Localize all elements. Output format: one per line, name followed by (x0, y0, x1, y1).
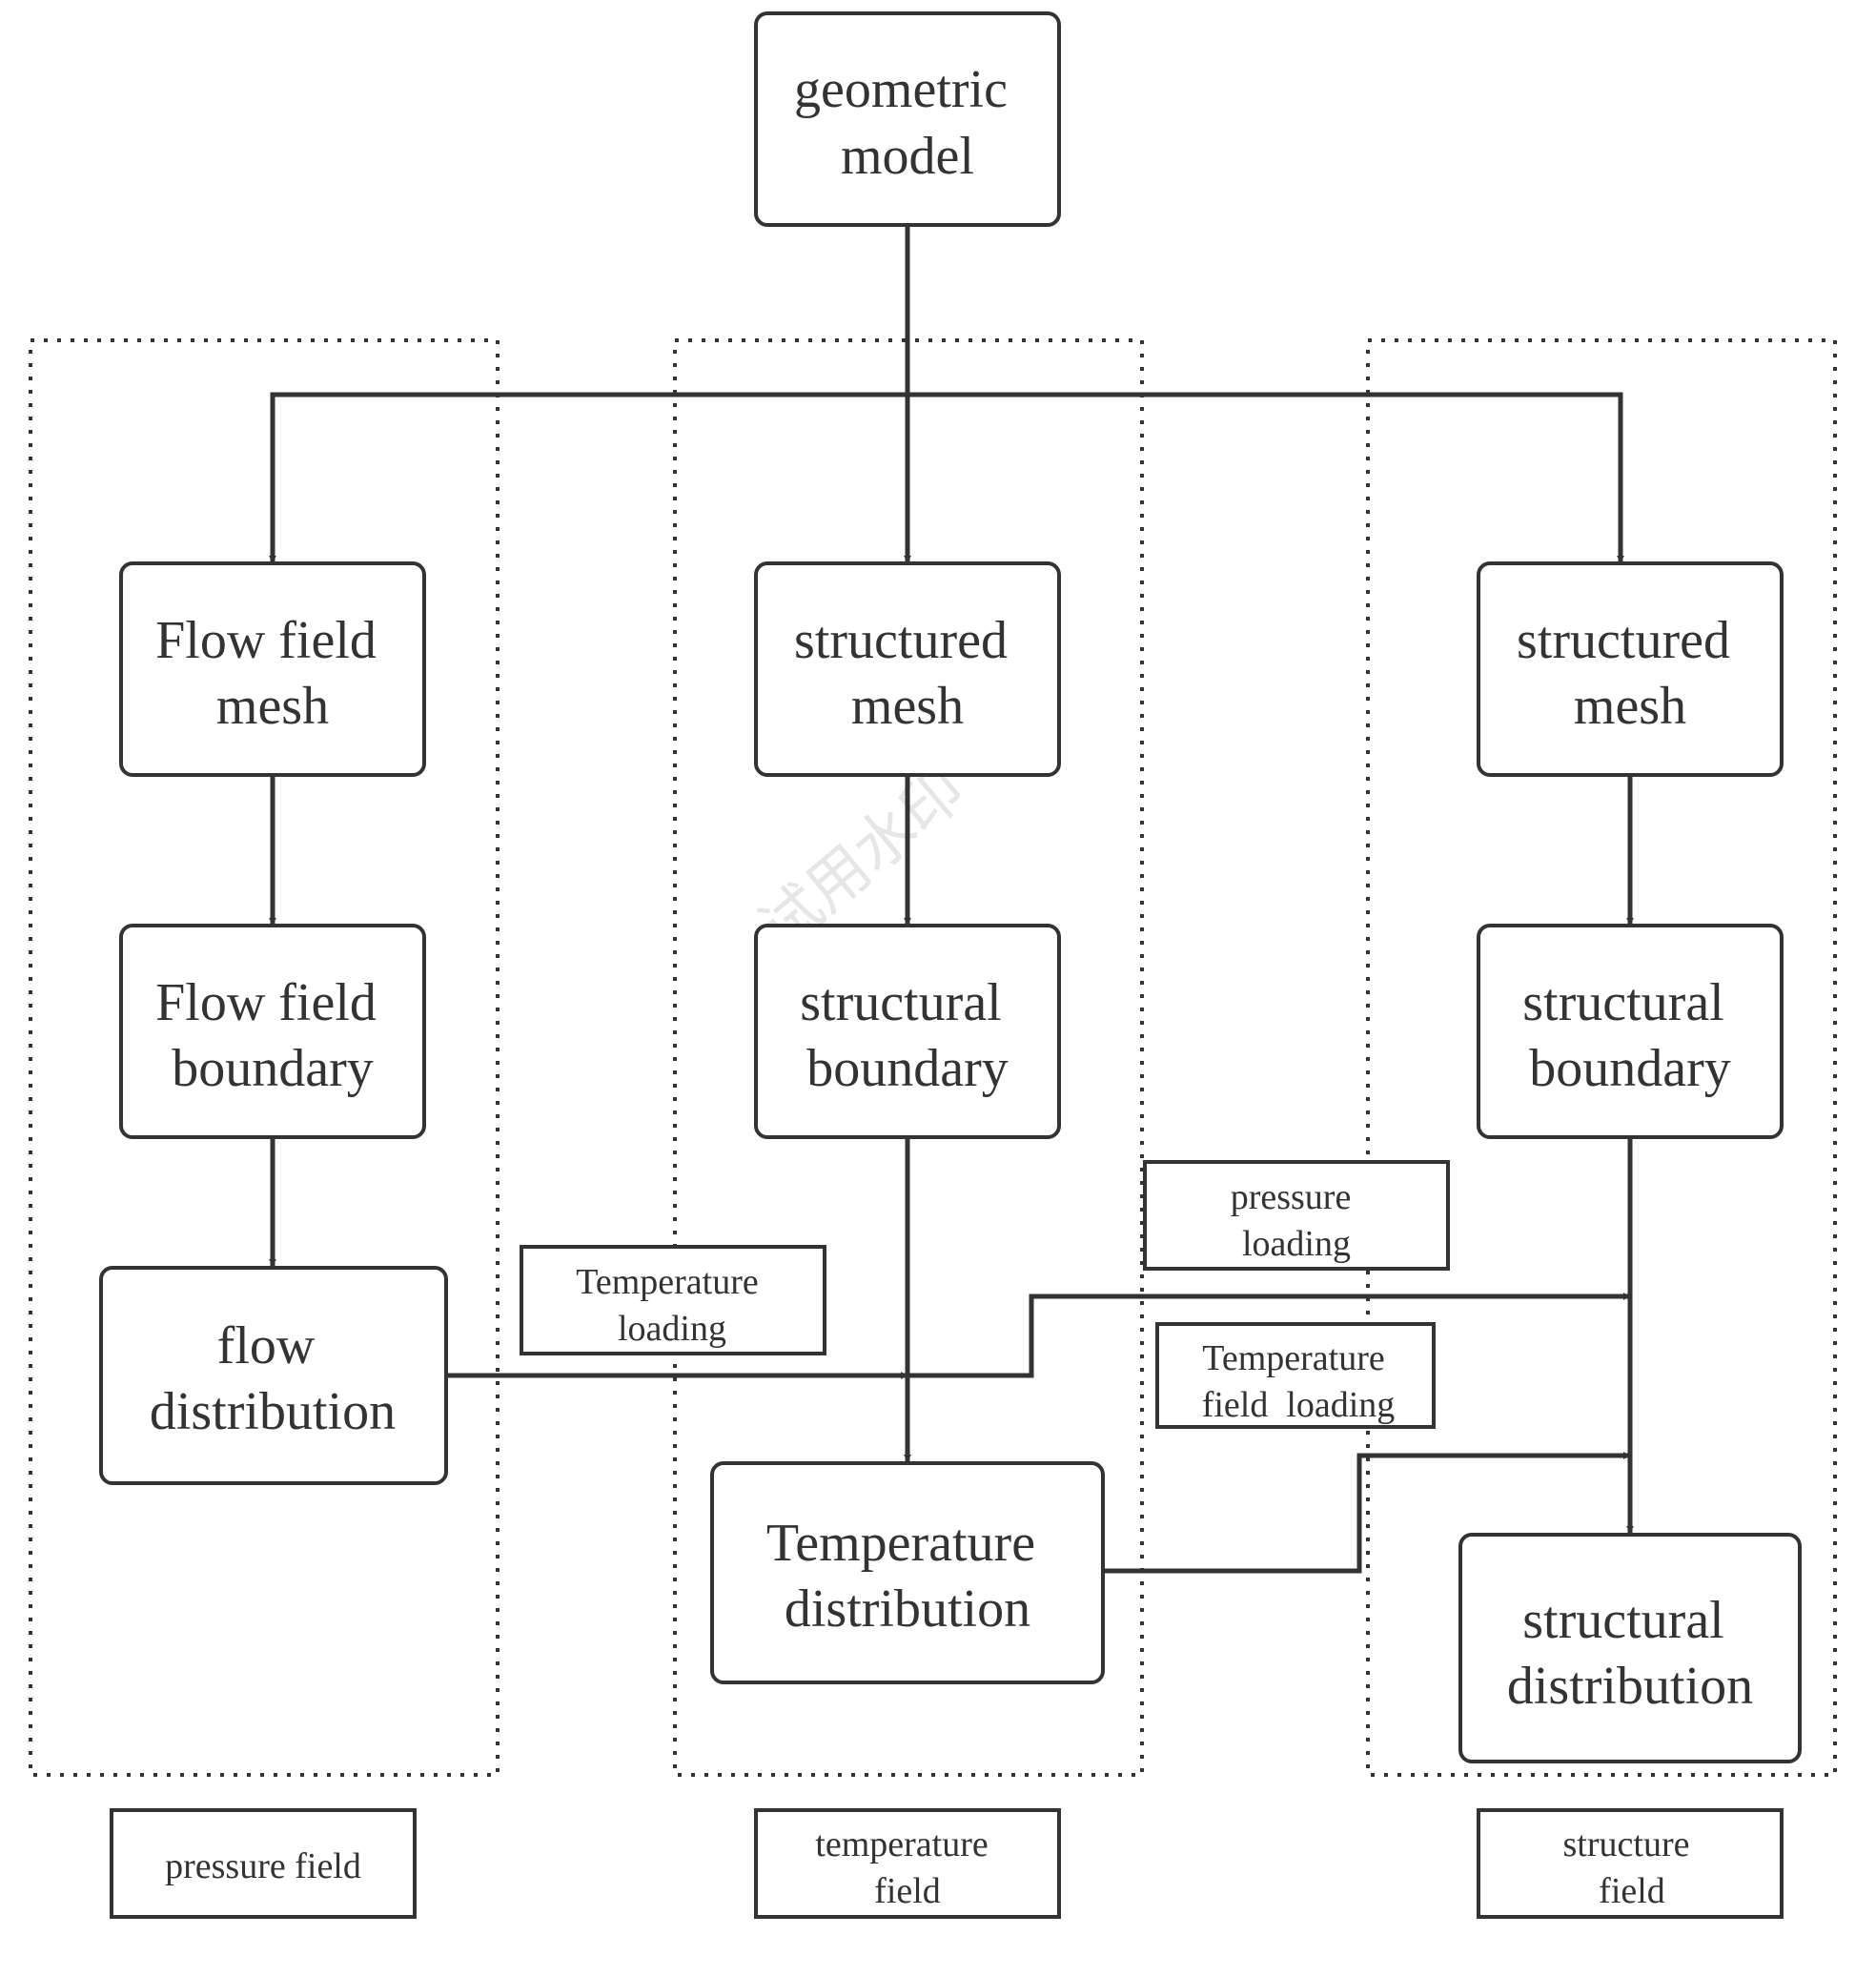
caption-structure-field-line-1: structure (1563, 1824, 1690, 1864)
node-struct-structured-mesh-line-1: structured (1517, 611, 1730, 670)
node-struct-structural-boundary-line-1: structural (1522, 973, 1723, 1032)
node-struct-structured-mesh: structured mesh (1477, 561, 1784, 777)
node-structural-distribution-line-1: structural (1522, 1591, 1723, 1650)
label-pressure-loading-line-2: loading (1242, 1224, 1351, 1264)
caption-temperature-field-line-1: temperature (815, 1824, 988, 1864)
label-temperature-field-loading: Temperature field loading (1155, 1322, 1436, 1429)
node-flow-field-mesh: Flow field mesh (119, 561, 426, 777)
caption-structure-field: structure field (1477, 1808, 1784, 1919)
label-temperature-loading: Temperature loading (520, 1245, 826, 1355)
node-temperature-distribution: Temperature distribution (710, 1461, 1105, 1684)
node-flow-field-boundary-line-1: Flow field (155, 973, 377, 1032)
label-temperature-field-loading-line-2: field loading (1202, 1385, 1396, 1425)
structure-field-group (1366, 338, 1837, 1777)
node-flow-distribution-line-1: flow (217, 1316, 316, 1375)
label-temperature-loading-line-1: Temperature (576, 1262, 758, 1302)
label-temperature-loading-line-2: loading (618, 1309, 726, 1349)
node-temp-structured-mesh-line-2: mesh (851, 677, 964, 736)
node-temp-structural-boundary-line-1: structural (800, 973, 1001, 1032)
node-temp-structured-mesh-line-1: structured (794, 611, 1008, 670)
caption-pressure-field: pressure field (110, 1808, 417, 1919)
caption-temperature-field: temperature field (754, 1808, 1061, 1919)
caption-structure-field-line-2: field (1599, 1871, 1665, 1911)
node-structural-distribution: structural distribution (1458, 1533, 1802, 1763)
edge-pressure-loading-to-struct (907, 1293, 1631, 1378)
node-flow-field-boundary-line-2: boundary (172, 1039, 374, 1098)
edge-model-to-struct-mesh (907, 392, 1624, 563)
node-flow-field-boundary: Flow field boundary (119, 924, 426, 1139)
label-pressure-loading-line-1: pressure (1231, 1177, 1352, 1217)
edge-temperature-distribution-to-struct (1103, 1452, 1631, 1574)
node-temperature-distribution-line-2: distribution (785, 1579, 1030, 1639)
edges (269, 227, 1634, 1574)
caption-pressure-field-text: pressure field (165, 1846, 361, 1886)
node-geometric-model-line-1: geometric (794, 60, 1008, 119)
node-structural-distribution-line-2: distribution (1507, 1657, 1753, 1716)
node-geometric-model-line-2: model (841, 127, 974, 186)
node-temp-structural-boundary-line-2: boundary (806, 1039, 1009, 1098)
edge-model-to-flow-mesh (269, 392, 907, 563)
node-struct-structural-boundary: structural boundary (1477, 924, 1784, 1139)
node-flow-distribution: flow distribution (99, 1266, 448, 1485)
label-temperature-field-loading-line-1: Temperature (1202, 1338, 1384, 1378)
caption-temperature-field-line-2: field (874, 1871, 941, 1911)
node-temp-structural-boundary: structural boundary (754, 924, 1061, 1139)
node-temperature-distribution-line-1: Temperature (766, 1514, 1035, 1573)
node-geometric-model: geometric model (754, 11, 1061, 227)
pressure-field-group (29, 338, 500, 1777)
node-struct-structural-boundary-line-2: boundary (1529, 1039, 1731, 1098)
node-flow-field-mesh-line-1: Flow field (155, 611, 377, 670)
temperature-field-group (673, 338, 1144, 1777)
label-pressure-loading: pressure loading (1143, 1160, 1450, 1271)
node-struct-structured-mesh-line-2: mesh (1574, 677, 1686, 736)
node-flow-field-mesh-line-2: mesh (216, 677, 329, 736)
node-flow-distribution-line-2: distribution (150, 1382, 396, 1441)
node-temp-structured-mesh: structured mesh (754, 561, 1061, 777)
